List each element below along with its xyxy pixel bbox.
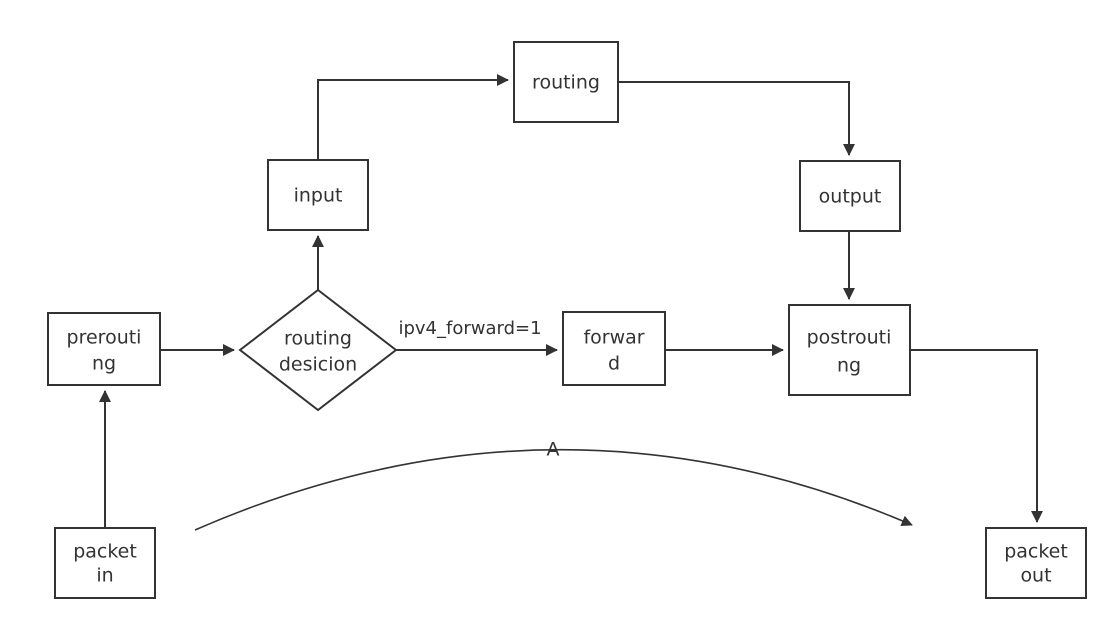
node-postrouting[interactable]: postrouti ng: [788, 304, 911, 396]
forward-label-line2: d: [608, 353, 620, 375]
postrouting-label-line1: postrouti: [807, 327, 892, 349]
forward-label-line1: forwar: [583, 327, 644, 349]
routing-decision-label-line1: routing: [284, 328, 352, 350]
node-routing-decision[interactable]: routing desicion: [238, 288, 398, 412]
node-routing[interactable]: routing: [513, 41, 619, 123]
prerouting-label-line1: prerouti: [67, 327, 142, 349]
input-label-line1: input: [294, 185, 343, 207]
node-packet-out[interactable]: packet out: [985, 527, 1087, 599]
forward-box[interactable]: [562, 311, 666, 386]
arc-label-a: A: [547, 439, 560, 461]
edge-postrouting-to-packet-out: [910, 349, 1043, 523]
packet-out-label-line1: packet: [1004, 541, 1068, 563]
packet-out-box[interactable]: [985, 527, 1087, 599]
routing-decision-diamond[interactable]: [238, 288, 398, 412]
packet-in-label-line1: packet: [73, 541, 137, 563]
routing-label-line1: routing: [532, 72, 600, 94]
packet-out-label-line2: out: [1020, 565, 1051, 587]
routing-box[interactable]: [513, 41, 619, 123]
postrouting-label-line2: ng: [837, 355, 861, 377]
prerouting-label-line2: ng: [92, 353, 116, 375]
node-forward[interactable]: forwar d: [562, 311, 666, 386]
postrouting-box[interactable]: [788, 304, 911, 396]
packet-in-box[interactable]: [54, 527, 156, 599]
routing-decision-label-line2: desicion: [279, 354, 357, 376]
output-label-line1: output: [819, 186, 882, 208]
node-prerouting[interactable]: prerouti ng: [47, 312, 161, 386]
edge-label-ipv4-forward: ipv4_forward=1: [398, 318, 541, 339]
node-packet-in[interactable]: packet in: [54, 527, 156, 599]
node-input[interactable]: input: [267, 159, 369, 231]
prerouting-box[interactable]: [47, 312, 161, 386]
input-box[interactable]: [267, 159, 369, 231]
edge-input-to-routing: [317, 74, 509, 160]
edge-arc-a: A: [194, 439, 913, 531]
node-output[interactable]: output: [799, 160, 901, 232]
output-box[interactable]: [799, 160, 901, 232]
packet-in-label-line2: in: [96, 565, 113, 587]
edge-routing-decision-to-forward: ipv4_forward=1: [396, 318, 558, 356]
edge-routing-to-output: [618, 81, 855, 156]
